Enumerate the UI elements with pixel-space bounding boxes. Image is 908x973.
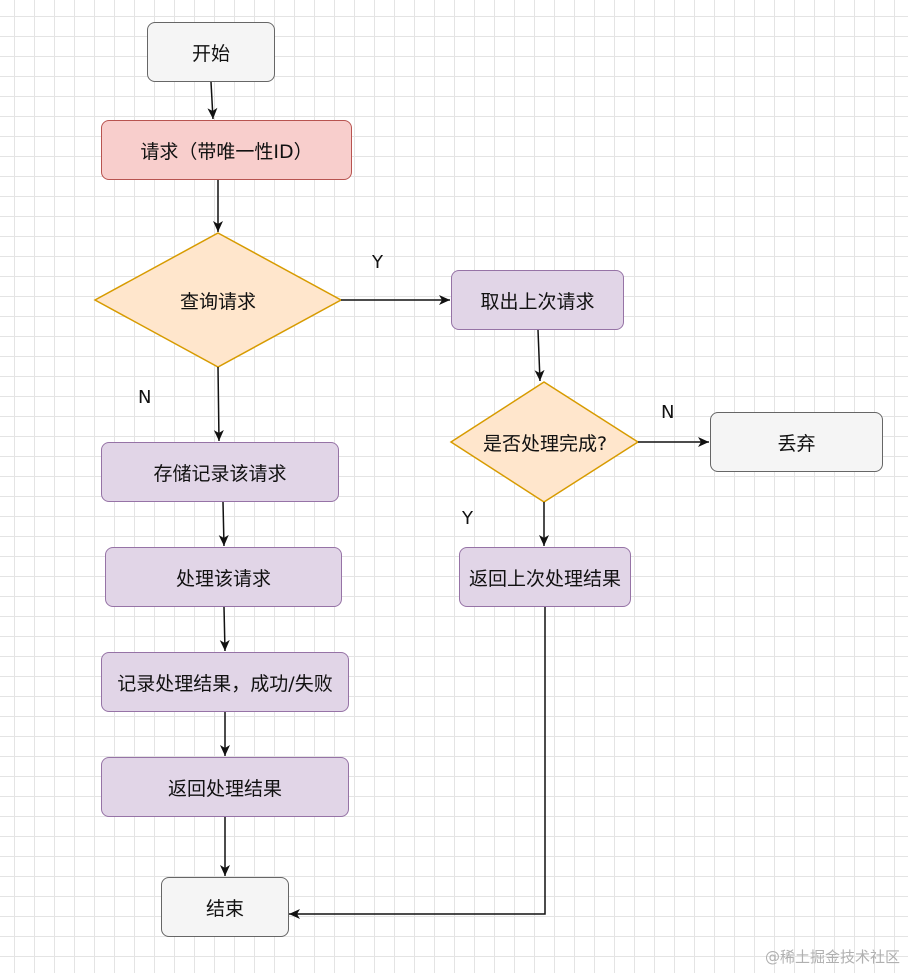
done-yes-label: Y (462, 508, 473, 529)
record-result-node[interactable]: 记录处理结果，成功/失败 (101, 652, 349, 712)
edge-store-process (218, 501, 229, 547)
done-decision-label: 是否处理完成? (482, 432, 608, 455)
done-no-label: N (661, 402, 675, 423)
request-node[interactable]: 请求（带唯一性ID） (101, 120, 352, 180)
process-node[interactable]: 处理该请求 (105, 547, 342, 607)
query-no-label: N (138, 387, 152, 408)
return-result-node[interactable]: 返回处理结果 (101, 757, 349, 817)
discard-node[interactable]: 丢弃 (710, 412, 883, 472)
fetch-last-node[interactable]: 取出上次请求 (451, 270, 624, 330)
end-node[interactable]: 结束 (161, 877, 289, 937)
query-yes-label: Y (372, 252, 383, 273)
start-node[interactable]: 开始 (147, 22, 275, 82)
watermark: @稀土掘金技术社区 (764, 948, 900, 966)
edge-start-request (207, 81, 218, 120)
edge-returnlast-end (289, 607, 546, 919)
edge-process-record (219, 606, 230, 652)
edge-fetch-done (534, 329, 545, 382)
store-node[interactable]: 存储记录该请求 (101, 442, 339, 502)
query-decision-label: 查询请求 (179, 290, 256, 313)
edge-query-store (213, 366, 224, 442)
return-last-node[interactable]: 返回上次处理结果 (459, 547, 631, 607)
